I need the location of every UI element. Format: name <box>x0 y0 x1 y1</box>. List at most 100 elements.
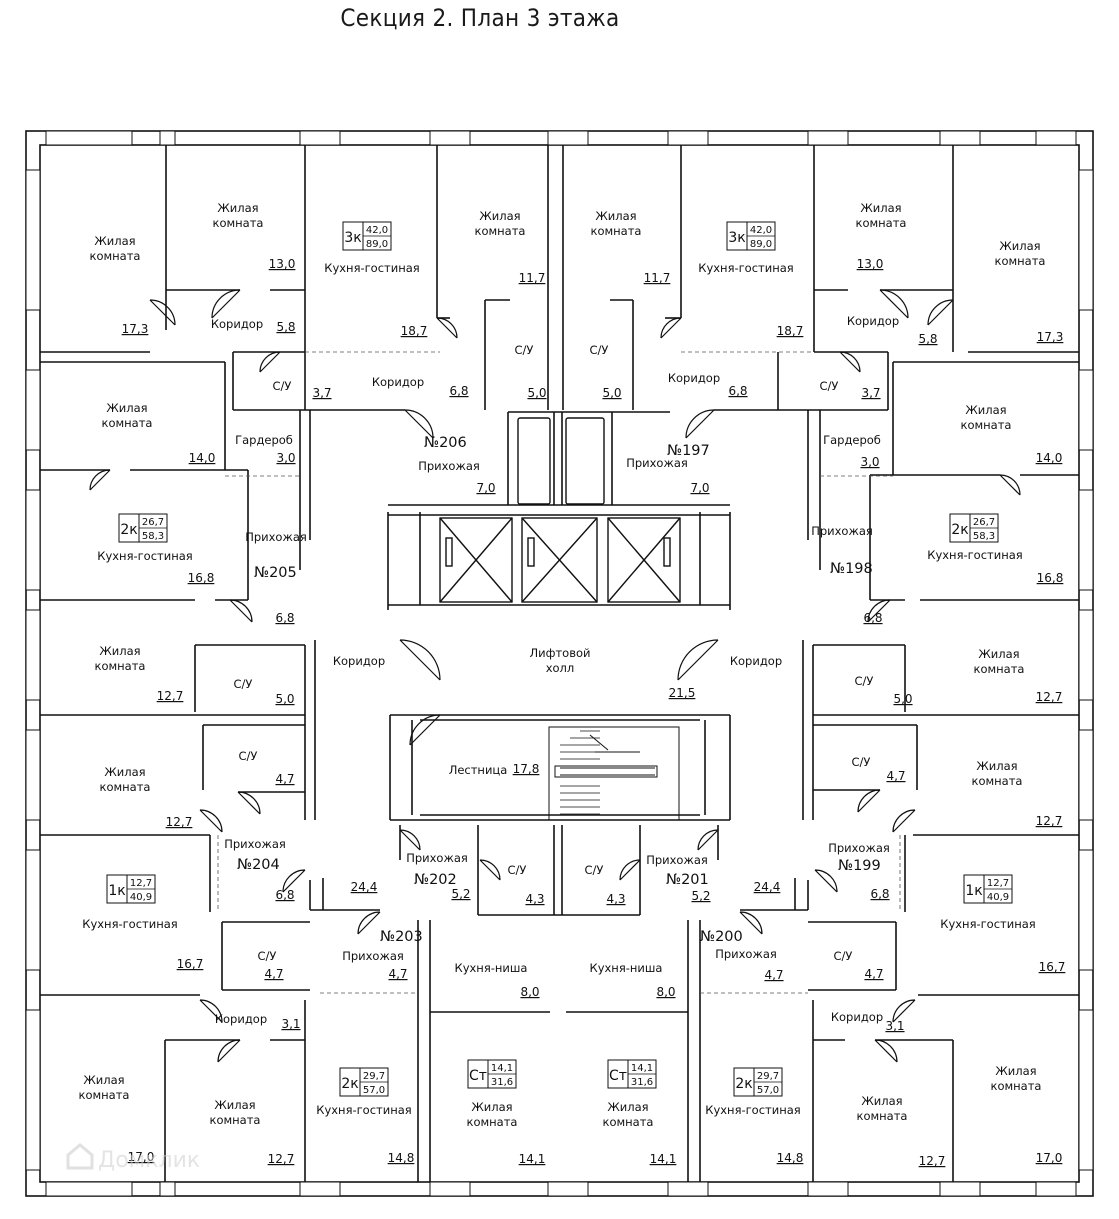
door-swing <box>199 809 223 833</box>
room-area: 5,0 <box>602 386 621 400</box>
hall-label: Прихожая <box>646 853 708 867</box>
room-area: 16,8 <box>1037 571 1064 585</box>
room-area: 4,7 <box>886 769 905 783</box>
door-swing <box>259 351 281 373</box>
lift-shaft <box>521 517 598 603</box>
room-area: 14,0 <box>189 451 216 465</box>
total-area: 40,9 <box>130 892 152 903</box>
room-area: 17,3 <box>1037 330 1064 344</box>
room-area: 5,8 <box>918 332 937 346</box>
apartment-number: №197 <box>667 443 710 459</box>
bath-label: С/У <box>508 863 527 877</box>
room-area: 12,7 <box>268 1152 295 1166</box>
window <box>1035 1181 1077 1197</box>
room-area: 4,7 <box>275 772 294 786</box>
label-line-2: комната <box>102 416 153 430</box>
door-swing <box>892 999 916 1023</box>
door-swing <box>479 859 501 881</box>
window <box>299 130 341 146</box>
room-area: 7,0 <box>476 481 495 495</box>
hall-label: Прихожая <box>811 524 873 538</box>
total-area: 89,0 <box>366 239 388 250</box>
label-line-2: комната <box>90 249 141 263</box>
room-area: 5,2 <box>691 889 710 903</box>
apartment-type: 1к <box>108 883 125 899</box>
room-area: 3,1 <box>885 1019 904 1033</box>
door-swing <box>237 791 261 815</box>
room-area: 14,8 <box>777 1151 804 1165</box>
window <box>1078 169 1094 311</box>
apartment-type: 2к <box>120 522 137 538</box>
living-area: 12,7 <box>130 878 152 889</box>
door-swing <box>660 317 682 339</box>
hall-label: Прихожая <box>715 947 777 961</box>
lift-cross <box>521 517 598 603</box>
door-swing <box>999 474 1021 496</box>
room-area: 12,7 <box>919 1154 946 1168</box>
living-area: 42,0 <box>750 225 772 236</box>
apartment-type: 1к <box>965 883 982 899</box>
room-area: 17,8 <box>513 762 540 776</box>
door-swing <box>814 869 838 893</box>
room-area: 5,0 <box>275 692 294 706</box>
door-swing <box>874 1039 898 1063</box>
door-swing <box>685 409 715 439</box>
apartment-type: 2к <box>341 1076 358 1092</box>
living-area: 42,0 <box>366 225 388 236</box>
hall-label: Прихожая <box>224 837 286 851</box>
room-area: 14,1 <box>650 1152 677 1166</box>
door-swing <box>892 809 916 833</box>
total-area: 57,0 <box>363 1085 385 1096</box>
label-line-2: холл <box>546 661 575 675</box>
room-area: 6,8 <box>863 611 882 625</box>
room-area: 6,8 <box>870 887 889 901</box>
apartment-numbers: №206 №197 №205 №198 №204 №199 №203 №200 … <box>237 435 881 945</box>
window <box>939 1181 981 1197</box>
apartment-type: 3к <box>344 230 361 246</box>
label-line-2: комната <box>591 224 642 238</box>
total-area: 58,3 <box>142 531 164 542</box>
room-label: Кухня-гостиная <box>324 261 419 275</box>
room-label: Кухня-гостиная <box>698 261 793 275</box>
window <box>159 1181 176 1197</box>
apartment-type: 3к <box>728 230 745 246</box>
room-area: 3,7 <box>861 386 880 400</box>
shaft-block <box>565 417 605 505</box>
window <box>45 130 133 146</box>
room-area: 4,7 <box>764 968 783 982</box>
label-line-2: комната <box>991 1079 1042 1093</box>
total-area: 57,0 <box>757 1085 779 1096</box>
room-area: 6,8 <box>275 888 294 902</box>
bath-label: С/У <box>820 379 839 393</box>
room-area: 17,0 <box>128 1150 155 1164</box>
bath-label: С/У <box>258 949 277 963</box>
bath-label: С/У <box>515 343 534 357</box>
room-area: 3,7 <box>312 386 331 400</box>
room-area: 4,3 <box>525 892 544 906</box>
windows <box>25 130 1094 1197</box>
window <box>45 1181 133 1197</box>
label-line-2: комната <box>961 418 1012 432</box>
room-area: 6,8 <box>275 611 294 625</box>
niche-label: Кухня-ниша <box>590 961 663 975</box>
door-swing <box>229 599 253 623</box>
window <box>547 1181 589 1197</box>
living-area: 26,7 <box>973 517 995 528</box>
door-swing <box>399 639 441 681</box>
room-label: Кухня-гостиная <box>316 1103 411 1117</box>
room-area: 14,8 <box>388 1151 415 1165</box>
label-line-2: комната <box>95 659 146 673</box>
room-area: 3,0 <box>860 455 879 469</box>
